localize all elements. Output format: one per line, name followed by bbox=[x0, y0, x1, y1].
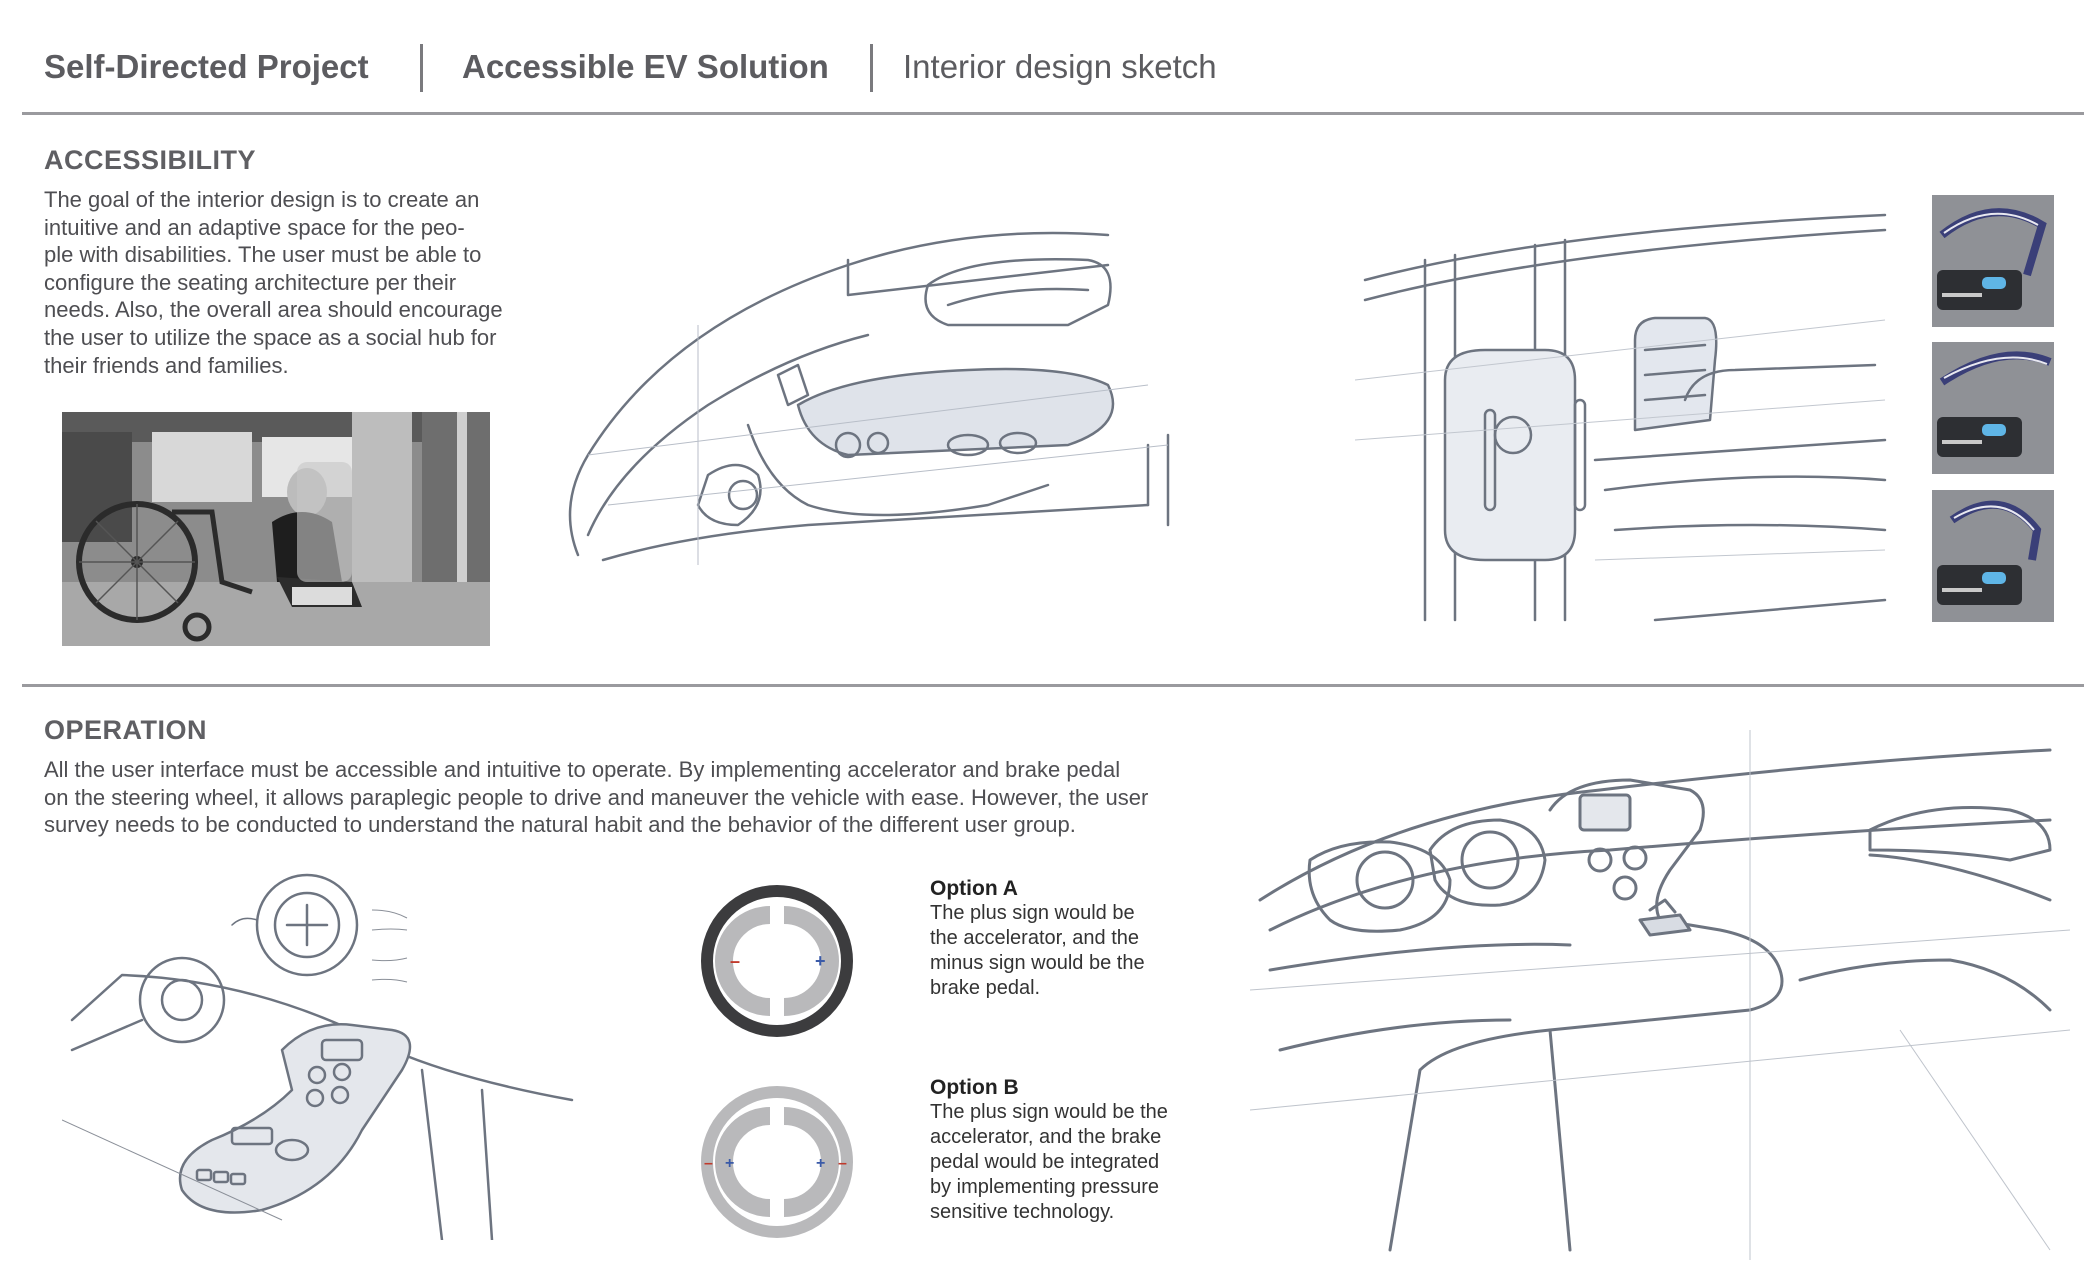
project-label: Self-Directed Project bbox=[44, 48, 369, 85]
minus-sign-icon: – bbox=[704, 1155, 713, 1172]
option-b-line: accelerator, and the brake bbox=[930, 1126, 1162, 1148]
operation-paragraph: All the user interface must be accessibl… bbox=[44, 756, 1244, 839]
option-b-line: by implementing pressure bbox=[930, 1176, 1159, 1198]
paragraph-line: The goal of the interior design is to cr… bbox=[44, 187, 480, 212]
plus-sign-icon: + bbox=[816, 1155, 825, 1172]
option-b-line: sensitive technology. bbox=[930, 1201, 1115, 1223]
option-a-title: Option A bbox=[930, 877, 1018, 900]
minus-sign-icon: – bbox=[730, 951, 740, 971]
option-a-line: The plus sign would be bbox=[930, 902, 1135, 924]
page-subtitle: Interior design sketch bbox=[903, 48, 1217, 85]
header-separator bbox=[420, 44, 423, 92]
option-a-line: brake pedal. bbox=[930, 977, 1041, 999]
paragraph-line: configure the seating architecture per t… bbox=[44, 269, 457, 295]
option-a-block: Option A The plus sign would be the acce… bbox=[930, 877, 1210, 1001]
dashboard-sketch bbox=[568, 231, 1170, 565]
paragraph-line: the user to utilize the space as a socia… bbox=[44, 324, 497, 350]
accessibility-heading: ACCESSIBILITY bbox=[44, 145, 257, 175]
accessibility-paragraph: The goal of the interior design is to cr… bbox=[44, 186, 564, 379]
option-a-wheel: – + bbox=[701, 885, 853, 1037]
door-option-thumbnail bbox=[1932, 490, 2054, 622]
operation-heading: OPERATION bbox=[44, 715, 208, 745]
wheelchair-van-photo bbox=[62, 412, 490, 646]
cabin-seating-sketch bbox=[1355, 213, 1887, 622]
paragraph-line: intuitive and an adaptive space for the … bbox=[44, 214, 465, 240]
section-divider bbox=[22, 684, 2084, 687]
header-separator bbox=[870, 44, 873, 92]
plus-sign-icon: + bbox=[815, 951, 826, 971]
steering-console-sketch bbox=[62, 873, 574, 1240]
paragraph-line: ple with disabilities. The user must be … bbox=[44, 242, 482, 268]
minus-sign-icon: – bbox=[838, 1155, 847, 1172]
paragraph-line: on the steering wheel, it allows paraple… bbox=[44, 784, 1149, 810]
page-title: Accessible EV Solution bbox=[462, 48, 829, 85]
door-option-thumbnail bbox=[1932, 342, 2054, 474]
paragraph-line: All the user interface must be accessibl… bbox=[44, 757, 1121, 782]
option-a-line: the accelerator, and the bbox=[930, 927, 1140, 949]
option-b-line: The plus sign would be the bbox=[930, 1101, 1168, 1123]
option-b-title: Option B bbox=[930, 1076, 1019, 1099]
option-b-block: Option B The plus sign would be the acce… bbox=[930, 1076, 1230, 1225]
door-option-thumbnail bbox=[1932, 195, 2054, 327]
option-b-line: pedal would be integrated bbox=[930, 1151, 1160, 1173]
header-divider bbox=[22, 112, 2084, 115]
plus-sign-icon: + bbox=[725, 1155, 734, 1172]
option-b-wheel: – + + – bbox=[701, 1086, 853, 1238]
option-a-line: minus sign would be the bbox=[930, 952, 1145, 974]
paragraph-line: needs. Also, the overall area should enc… bbox=[44, 297, 503, 323]
paragraph-line: their friends and families. bbox=[44, 352, 289, 378]
cockpit-sketch bbox=[1250, 730, 2070, 1260]
paragraph-line: survey needs to be conducted to understa… bbox=[44, 812, 1076, 838]
